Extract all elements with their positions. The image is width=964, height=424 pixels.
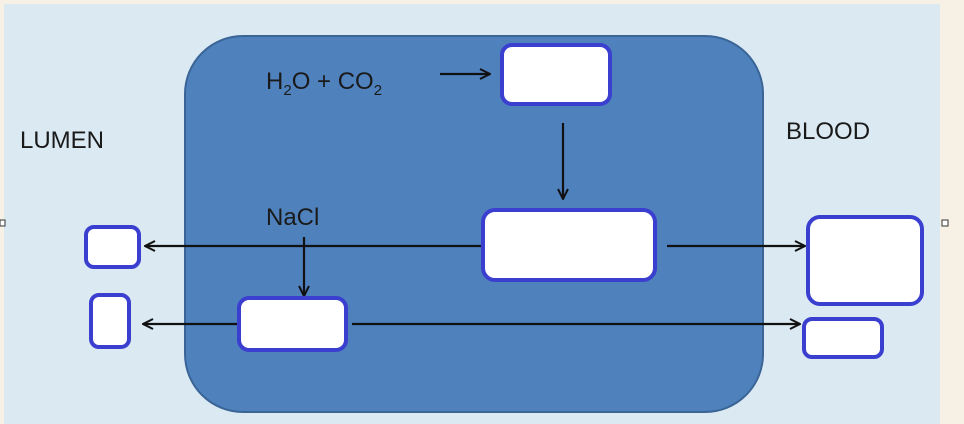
answer-box-lumen-upper[interactable] — [84, 225, 141, 269]
nacl-label: NaCl — [266, 204, 319, 231]
answer-box-top[interactable] — [500, 43, 612, 106]
resize-handle-right[interactable] — [941, 219, 949, 227]
lumen-label: LUMEN — [20, 127, 104, 154]
answer-box-blood-lower[interactable] — [802, 317, 884, 359]
blood-label: BLOOD — [786, 118, 870, 145]
answer-box-blood-upper[interactable] — [806, 215, 924, 306]
answer-box-lower-center[interactable] — [237, 296, 348, 352]
answer-box-center[interactable] — [481, 208, 657, 282]
h2o-co2-label: H2O + CO2 — [266, 68, 382, 99]
answer-box-lumen-lower[interactable] — [89, 293, 131, 349]
resize-handle-left[interactable] — [0, 219, 6, 227]
